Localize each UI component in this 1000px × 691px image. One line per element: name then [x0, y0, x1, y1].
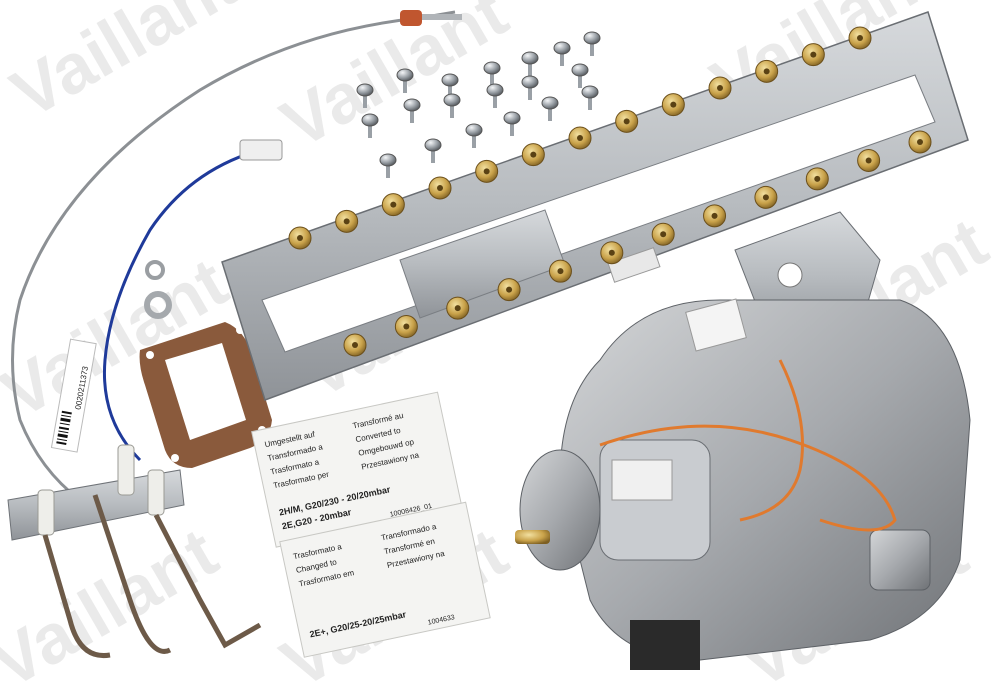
orange-wire-2 — [739, 359, 804, 522]
nozzle-orifice — [917, 139, 923, 145]
valve-brass-nipple — [515, 530, 550, 544]
nozzle-orifice — [483, 168, 490, 175]
screw-shank — [493, 90, 497, 108]
rail-sticker — [607, 247, 661, 283]
screw-head — [541, 96, 559, 110]
screw-shank — [448, 80, 452, 98]
nozzle-orifice — [403, 323, 410, 330]
nozzle-orifice — [506, 286, 513, 293]
screw-shank — [363, 90, 367, 108]
screw-shank — [560, 48, 564, 66]
screw-shank — [386, 160, 390, 178]
nozzle-orifice — [343, 218, 350, 225]
blue-cable-connector — [239, 139, 283, 161]
screw-head — [356, 83, 374, 97]
screw-shank — [431, 145, 435, 163]
screw-head — [483, 61, 501, 75]
screw-shank — [548, 103, 552, 121]
nozzle-orifice — [297, 235, 303, 241]
nozzle-orifice — [530, 151, 537, 158]
injector-rail — [221, 11, 969, 401]
ignition-cable — [11, 10, 462, 502]
screw-shank — [528, 58, 532, 76]
valve-coil-sticker — [611, 459, 673, 501]
blue-cable — [102, 139, 283, 462]
screw-head — [465, 123, 483, 137]
nozzle-orifice — [865, 157, 872, 164]
valve-qr-label — [685, 298, 747, 352]
screw-shank — [588, 92, 592, 110]
nozzle-orifice — [557, 268, 564, 275]
screw-head — [521, 75, 539, 89]
screw-head — [553, 41, 571, 55]
screw-shank — [490, 68, 494, 86]
nozzle-orifice — [608, 249, 615, 256]
electrode-assembly — [7, 444, 262, 659]
washers — [144, 260, 172, 319]
screw-shank — [450, 100, 454, 118]
screw-head — [581, 85, 599, 99]
nozzle-orifice — [670, 101, 677, 108]
screw-shank — [590, 38, 594, 56]
screw-shank — [368, 120, 372, 138]
nozzle-orifice — [623, 118, 630, 125]
screw-head — [403, 98, 421, 112]
nozzle-orifice — [577, 135, 583, 141]
nozzle-orifice — [454, 305, 461, 312]
screw-shank — [472, 130, 476, 148]
screw-shank — [403, 75, 407, 93]
gas-valve-assembly — [515, 211, 971, 670]
nozzle-orifice — [814, 175, 821, 182]
ceramic-insulator-3 — [147, 469, 165, 516]
screw-head — [583, 31, 601, 45]
screw-head — [521, 51, 539, 65]
gasket — [139, 322, 272, 468]
screw-head — [424, 138, 442, 152]
screw-head — [379, 153, 397, 167]
nozzle-orifice — [352, 342, 358, 348]
screw-group — [356, 31, 601, 178]
nozzle-orifice — [857, 35, 863, 41]
orange-wire — [599, 424, 897, 532]
watermark-text-1: Vaillant — [0, 0, 250, 133]
screw-head — [443, 93, 461, 107]
screw-shank — [510, 118, 514, 136]
valve-outlet-fitting — [869, 529, 931, 591]
ceramic-insulator-2 — [117, 444, 135, 496]
nozzle-orifice — [390, 201, 397, 208]
screw-shank — [528, 82, 532, 100]
nozzle-orifice — [711, 212, 718, 219]
screw-shank — [578, 70, 582, 88]
nozzle-orifice — [810, 51, 817, 58]
valve-front-cap — [519, 449, 601, 571]
electrode-barcode-label: 0020211373 — [50, 338, 97, 453]
watermark-text-2: Vaillant — [269, 0, 520, 163]
nozzle-orifice — [763, 68, 770, 75]
nozzle-orifice — [717, 85, 723, 91]
valve-connector-plug — [630, 620, 700, 670]
screw-head — [503, 111, 521, 125]
nozzle-orifice — [660, 231, 667, 238]
screw-head — [486, 83, 504, 97]
ceramic-insulator-1 — [37, 489, 55, 536]
screw-head — [441, 73, 459, 87]
screw-head — [361, 113, 379, 127]
screw-shank — [410, 105, 414, 123]
screw-head — [396, 68, 414, 82]
screw-head — [571, 63, 589, 77]
nozzle-group — [288, 26, 932, 357]
cable-connector — [400, 10, 422, 26]
nozzle-orifice — [437, 185, 443, 191]
watermark-text-7: Vaillant — [0, 513, 230, 691]
nozzle-orifice — [762, 194, 769, 201]
